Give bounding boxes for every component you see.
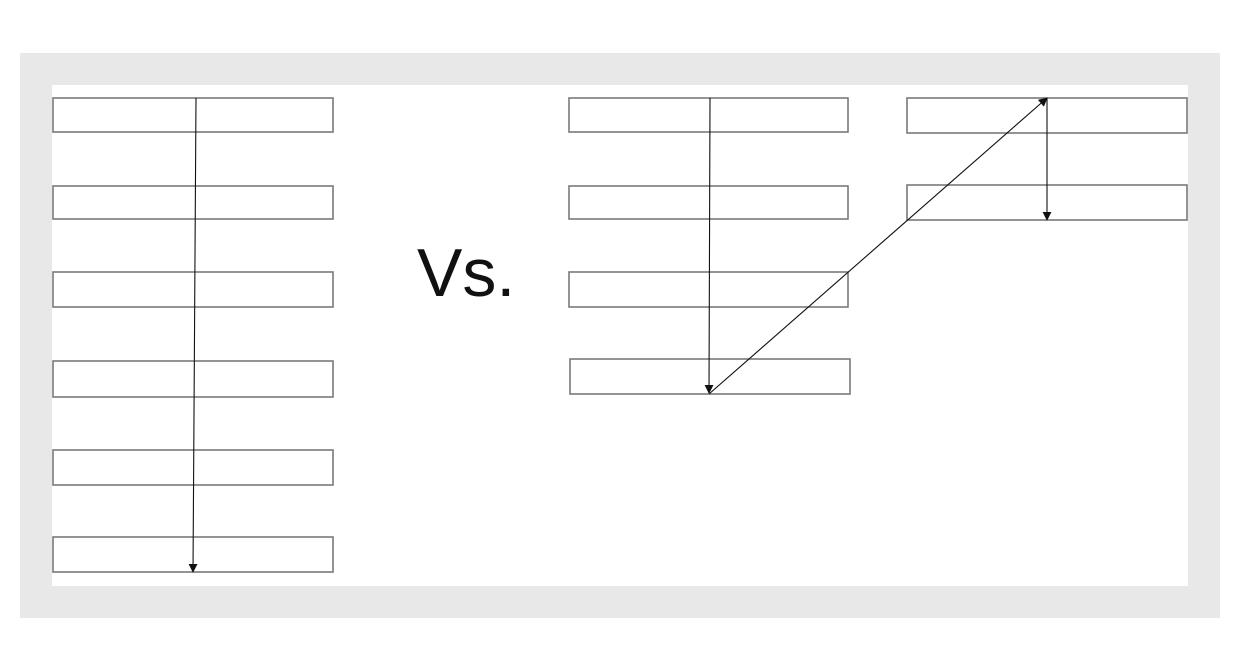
left-box-3 xyxy=(52,271,334,308)
right-col1-box-3 xyxy=(568,271,849,308)
right-col1-box-1 xyxy=(568,97,849,133)
vs-label: Vs. xyxy=(417,235,515,311)
left-box-2 xyxy=(52,185,334,220)
left-box-4 xyxy=(52,360,334,398)
right-col1-down-arrow xyxy=(704,97,714,394)
left-box-5 xyxy=(52,449,334,486)
right-col1-box-2 xyxy=(568,185,849,220)
left-box-1 xyxy=(52,97,334,133)
left-down-arrow xyxy=(188,97,198,573)
right-col1-box-4 xyxy=(569,358,851,395)
right-diagonal-arrow xyxy=(708,97,1048,395)
diagram-canvas xyxy=(52,85,1188,586)
